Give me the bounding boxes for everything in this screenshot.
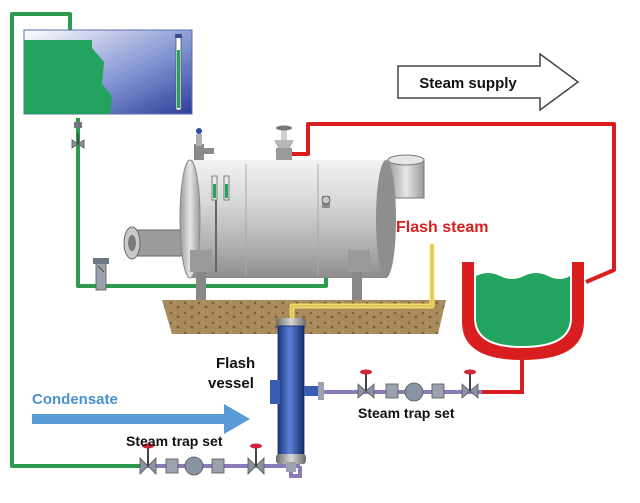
steam-trap-icon <box>165 456 225 476</box>
steam-supply-pipe <box>292 122 616 284</box>
condensate-label: Condensate <box>32 391 118 408</box>
steam-supply-label: Steam supply <box>419 75 517 92</box>
steam-trap-set-left-label: Steam trap set <box>126 433 223 449</box>
valve-icon <box>357 369 375 399</box>
flash-vessel <box>270 318 324 478</box>
steam-trap-icon <box>385 382 445 402</box>
valve-icon <box>247 443 265 475</box>
feed-pump-icon <box>93 258 109 291</box>
steam-supply-arrow-icon: Steam supply <box>397 52 580 112</box>
main-steam-valve-icon <box>274 125 294 160</box>
boiler <box>123 154 425 300</box>
process-drain-pipe <box>482 360 524 394</box>
steam-trap-set-left <box>139 443 300 476</box>
flash-steam-label: Flash steam <box>396 219 488 236</box>
valve-icon <box>139 443 157 475</box>
process-vessel <box>462 262 584 360</box>
flash-vessel-label-line2: vessel <box>208 375 254 392</box>
steam-trap-set-right <box>322 369 482 402</box>
valve-icon <box>461 369 479 399</box>
feed-tank <box>23 29 193 115</box>
safety-valve-icon <box>194 128 214 160</box>
steam-trap-set-right-label: Steam trap set <box>358 405 455 421</box>
boiler-check-valve-icon <box>321 195 331 208</box>
flash-vessel-label-line1: Flash <box>216 355 255 372</box>
condensate-arrow-icon <box>32 404 250 434</box>
tank-outlet-valve-icon <box>71 122 85 149</box>
